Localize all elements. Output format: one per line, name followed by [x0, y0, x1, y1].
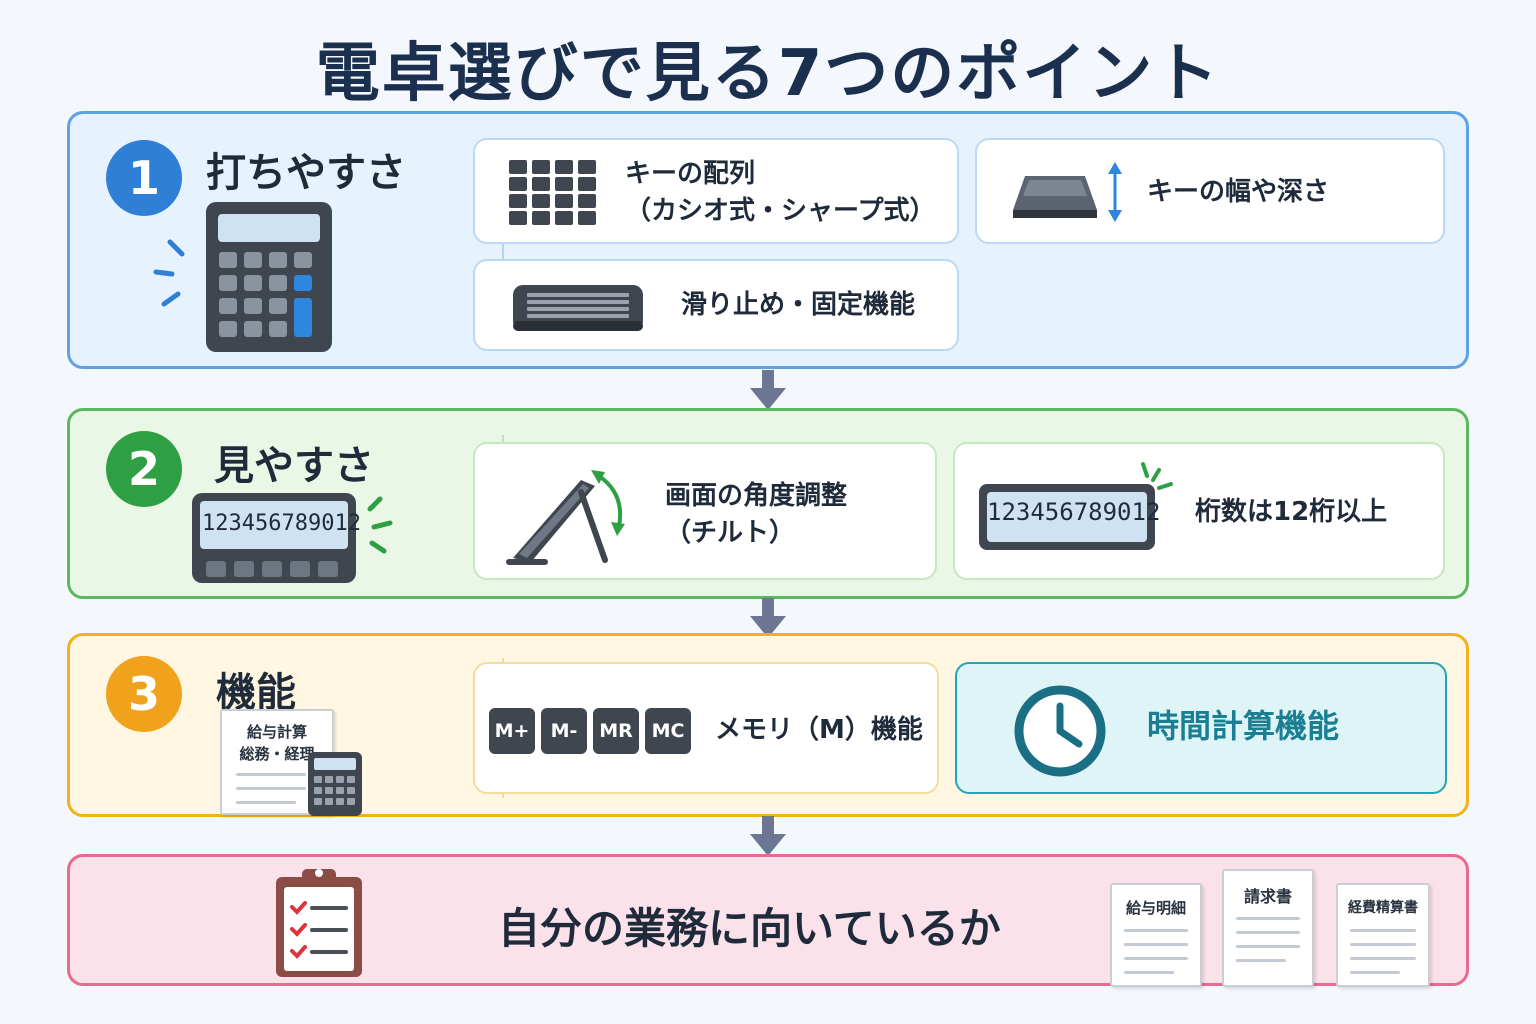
- card-label: 画面の角度調整 （チルト）: [665, 481, 848, 548]
- key-grid-icon: [509, 160, 596, 225]
- checklist-clipboard-icon: [276, 869, 362, 977]
- section-visibility: 2 見やすさ 123456789012 画面の角度調整 （チルト）: [67, 408, 1469, 599]
- card-label: キーの配列 （カシオ式・シャープ式）: [625, 159, 936, 226]
- section-business-fit: 自分の業務に向いているか 給与明細 請求書 経費精算書: [67, 854, 1469, 987]
- memory-recall-key: MR: [593, 708, 639, 754]
- memory-plus-key: M+: [489, 708, 535, 754]
- document-expense-report: 経費精算書: [1336, 883, 1430, 987]
- card-label: メモリ（M）機能: [715, 715, 923, 745]
- calculator-icon: [308, 752, 362, 816]
- document-payslip: 給与明細: [1110, 883, 1202, 987]
- calculator-display-icon: [192, 493, 393, 583]
- arrow-down-icon: [750, 816, 786, 856]
- memory-minus-key: M-: [541, 708, 587, 754]
- keyboard-icon: [513, 285, 643, 331]
- card-label: 滑り止め・固定機能: [681, 290, 916, 320]
- card-tilt: 画面の角度調整 （チルト）: [473, 442, 937, 580]
- card-time-calc: 時間計算機能: [955, 662, 1447, 794]
- calculator-icon: [153, 202, 332, 352]
- tilt-display-icon: [506, 470, 625, 565]
- card-key-depth: キーの幅や深さ: [975, 138, 1445, 244]
- section-number-badge: 1: [106, 140, 182, 216]
- section-title: 機能: [216, 670, 296, 716]
- document-invoice: 請求書: [1222, 869, 1314, 987]
- card-label: 桁数は12桁以上: [1195, 497, 1388, 527]
- section-title: 自分の業務に向いているか: [498, 904, 1001, 953]
- display-digits: 123456789012: [987, 498, 1161, 526]
- card-anti-slip: 滑り止め・固定機能: [473, 259, 959, 351]
- section-number-badge: 3: [106, 656, 182, 732]
- arrow-down-icon: [750, 370, 786, 410]
- display-digits: 123456789012: [202, 511, 361, 536]
- key-depth-icon: [1013, 162, 1122, 222]
- section-title: 見やすさ: [214, 443, 374, 489]
- clock-icon: [1014, 685, 1106, 777]
- section-features: 3 機能 給与計算 総務・経理 M+ M- MR MC メモリ（M）機能 時間計…: [67, 633, 1469, 817]
- page-title: 電卓選びで見る7つのポイント: [315, 37, 1221, 111]
- section-number-badge: 2: [106, 431, 182, 507]
- card-memory: M+ M- MR MC メモリ（M）機能: [473, 662, 939, 794]
- section-typing: 1 打ちやすさ キーの配列 （カシオ式・シャープ式）: [67, 111, 1469, 369]
- card-key-layout: キーの配列 （カシオ式・シャープ式）: [473, 138, 959, 244]
- card-label: キーの幅や深さ: [1147, 177, 1330, 207]
- section-title: 打ちやすさ: [206, 150, 406, 196]
- memory-clear-key: MC: [645, 708, 691, 754]
- arrow-down-icon: [750, 598, 786, 638]
- card-label: 時間計算機能: [1147, 707, 1340, 745]
- card-digits: 123456789012 桁数は12桁以上: [953, 442, 1445, 580]
- digit-display-icon: [979, 462, 1173, 550]
